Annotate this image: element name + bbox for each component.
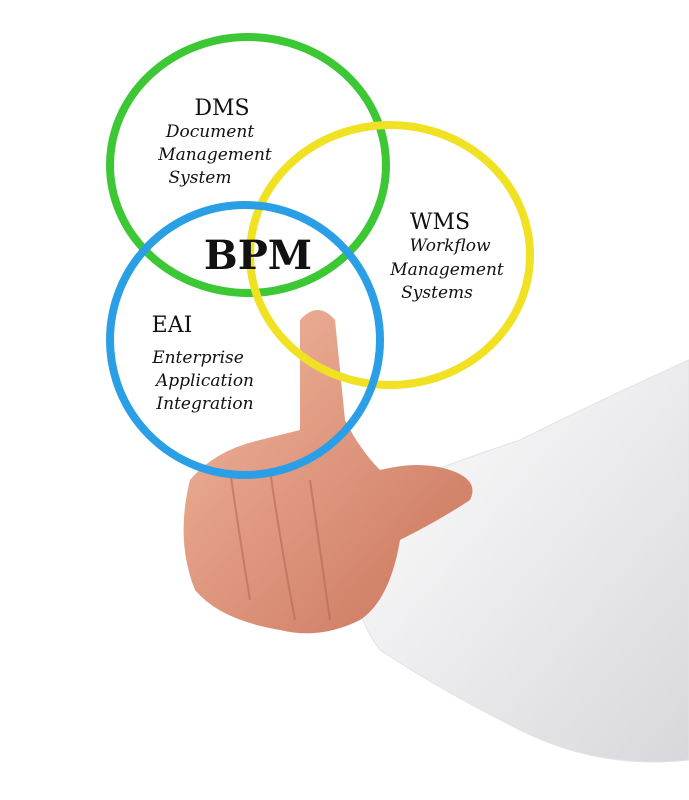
- dms-abbr: DMS: [194, 96, 250, 121]
- eai-circle: [106, 201, 384, 479]
- wms-line-3: Systems: [401, 283, 473, 303]
- dms-line-3: System: [168, 168, 232, 188]
- wms-abbr: WMS: [409, 210, 471, 235]
- wms-line-1: Workflow: [409, 236, 491, 256]
- dms-line-2: Management: [158, 145, 272, 165]
- eai-abbr: EAI: [151, 313, 193, 338]
- wms-circle: [246, 121, 534, 389]
- dms-line-1: Document: [165, 122, 255, 142]
- eai-line-1: Enterprise: [152, 348, 244, 368]
- shirt-sleeve: [352, 359, 689, 763]
- eai-line-2: Application: [155, 371, 255, 391]
- eai-line-3: Integration: [156, 394, 254, 414]
- wms-line-2: Management: [390, 260, 504, 280]
- bpm-center-label: BPM: [203, 232, 313, 279]
- pointing-hand: [183, 310, 473, 634]
- dms-circle: [106, 33, 390, 297]
